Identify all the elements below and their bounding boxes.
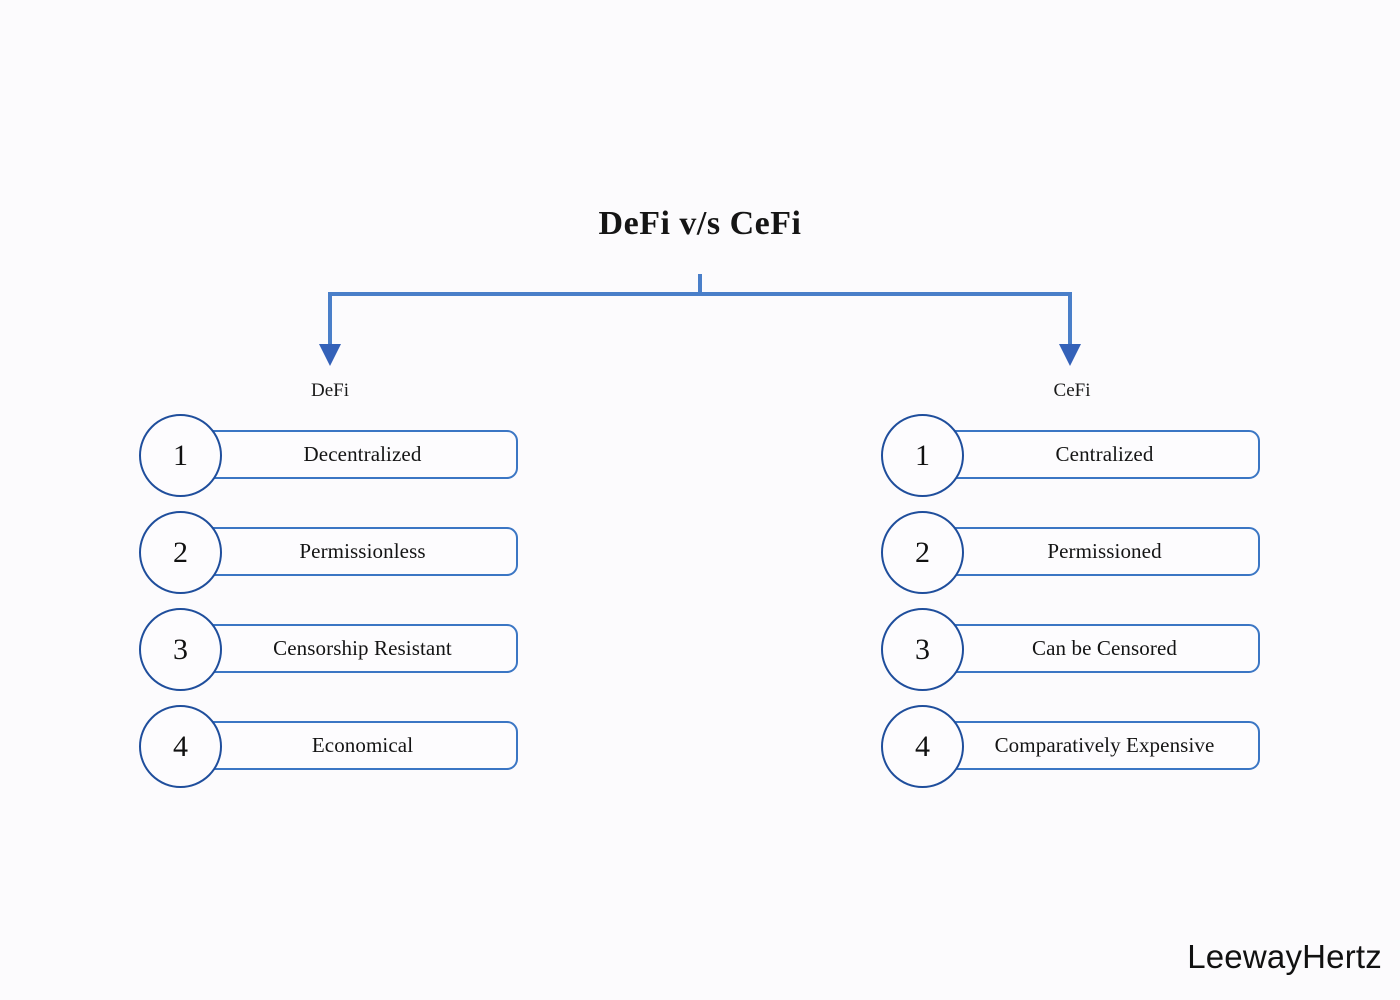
number-label: 1 — [173, 438, 188, 472]
number-label: 2 — [915, 535, 930, 569]
feature-label: Can be Censored — [1032, 636, 1177, 660]
number-badge: 1 — [881, 414, 964, 497]
list-item[interactable]: Centralized 1 — [881, 414, 1262, 498]
list-item[interactable]: Economical 4 — [139, 705, 520, 789]
list-item[interactable]: Permissionless 2 — [139, 511, 520, 595]
number-label: 2 — [173, 535, 188, 569]
list-item[interactable]: Can be Censored 3 — [881, 608, 1262, 692]
feature-label: Permissioned — [1047, 539, 1162, 563]
watermark-logo: LeewayHertz — [1187, 938, 1382, 975]
number-badge: 4 — [139, 705, 222, 788]
feature-label: Centralized — [1055, 442, 1154, 466]
number-badge: 1 — [139, 414, 222, 497]
feature-label: Comparatively Expensive — [994, 733, 1215, 757]
number-badge: 3 — [881, 608, 964, 691]
feature-label: Economical — [311, 733, 414, 757]
branch-column-defi: Decentralized 1 Permissionless 2 Censors… — [139, 414, 520, 802]
arrowhead-left — [319, 344, 341, 366]
feature-label: Permissionless — [299, 539, 426, 563]
feature-label: Decentralized — [303, 442, 422, 466]
list-item[interactable]: Permissioned 2 — [881, 511, 1262, 595]
list-item[interactable]: Censorship Resistant 3 — [139, 608, 520, 692]
number-label: 3 — [915, 632, 930, 666]
number-badge: 4 — [881, 705, 964, 788]
arrowhead-right — [1059, 344, 1081, 366]
list-item[interactable]: Decentralized 1 — [139, 414, 520, 498]
branch-label-cefi: CeFi — [1053, 380, 1091, 401]
feature-bar: Censorship Resistant — [181, 624, 518, 673]
feature-bar: Economical — [181, 721, 518, 770]
number-label: 4 — [173, 729, 188, 763]
list-item[interactable]: Comparatively Expensive 4 — [881, 705, 1262, 789]
number-badge: 2 — [881, 511, 964, 594]
feature-bar: Permissionless — [181, 527, 518, 576]
number-label: 3 — [173, 632, 188, 666]
number-badge: 2 — [139, 511, 222, 594]
feature-bar: Comparatively Expensive — [923, 721, 1260, 770]
feature-bar: Can be Censored — [923, 624, 1260, 673]
feature-label: Censorship Resistant — [273, 636, 452, 660]
number-label: 4 — [915, 729, 930, 763]
number-label: 1 — [915, 438, 930, 472]
number-badge: 3 — [139, 608, 222, 691]
branch-label-defi: DeFi — [311, 380, 349, 401]
feature-bar: Permissioned — [923, 527, 1260, 576]
feature-bar: Centralized — [923, 430, 1260, 479]
branch-column-cefi: Centralized 1 Permissioned 2 Can be Cens… — [881, 414, 1262, 802]
feature-bar: Decentralized — [181, 430, 518, 479]
page-title: DeFi v/s CeFi — [598, 205, 802, 242]
